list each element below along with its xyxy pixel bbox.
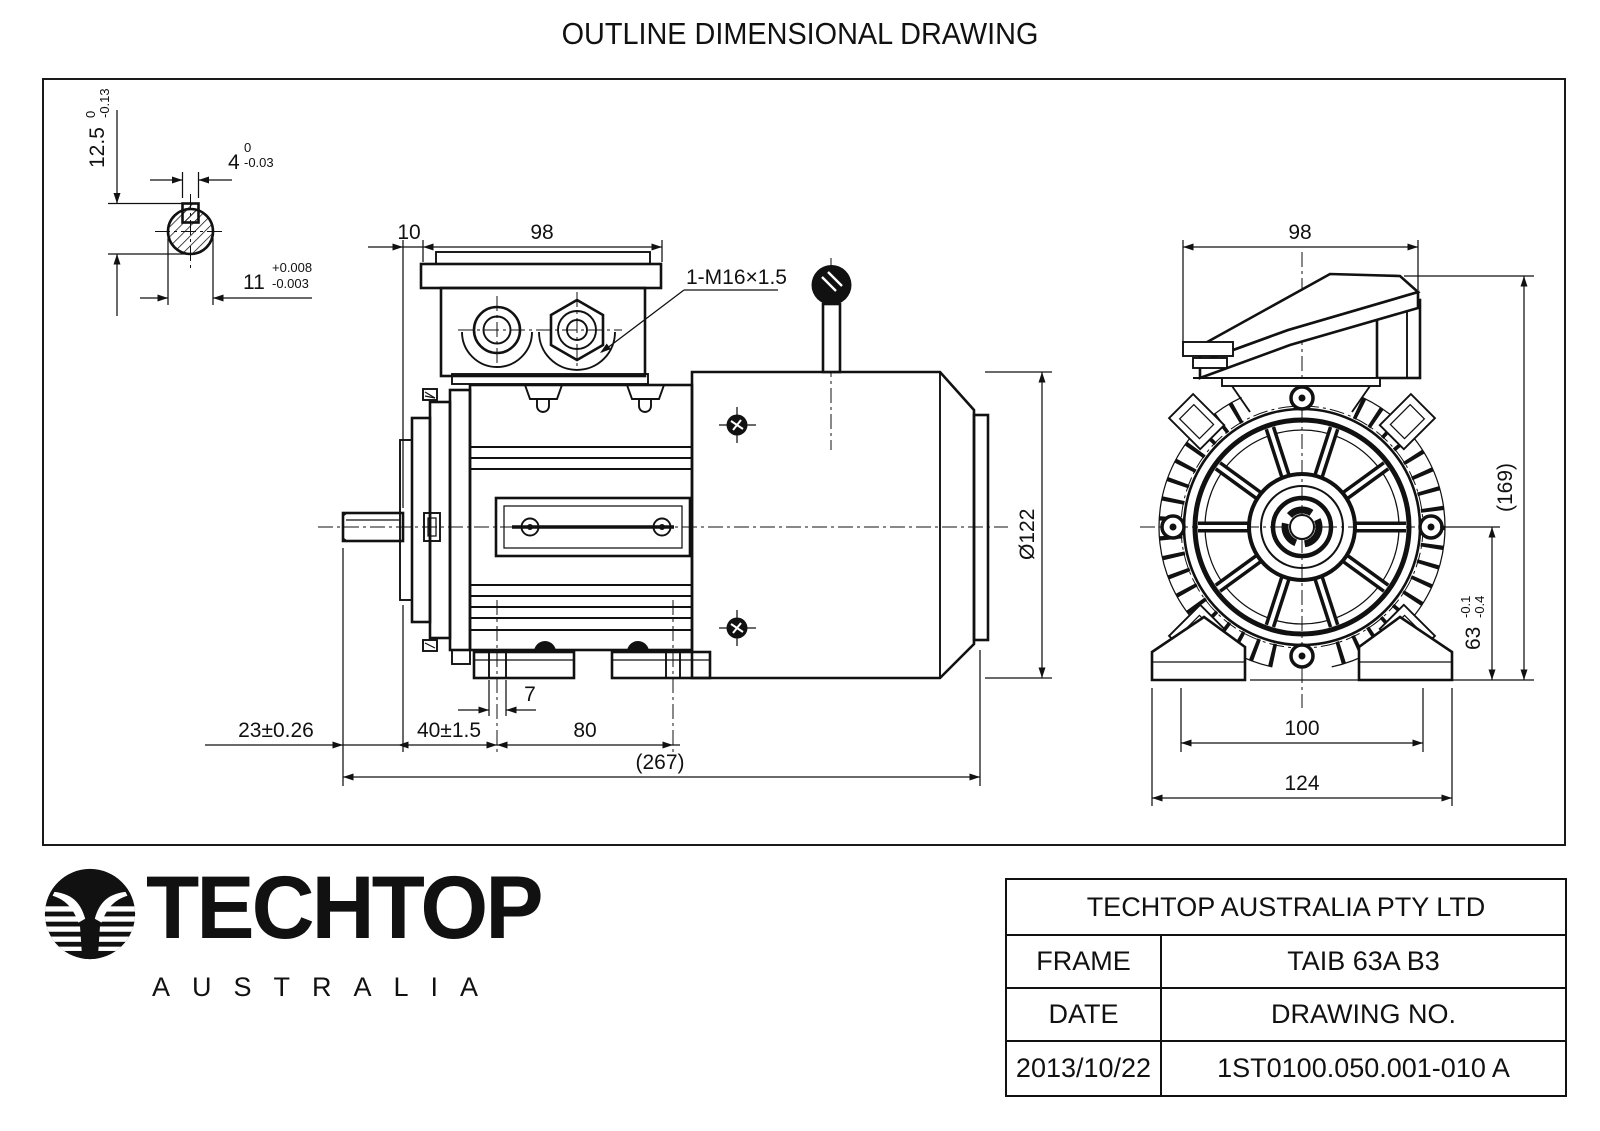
dim-foot-hole-span: 100 [1284, 717, 1319, 740]
dim-overall-height: (169) [1494, 463, 1517, 512]
cover-bolt-right [1418, 514, 1444, 540]
dim-box-width-front: 98 [1288, 221, 1311, 244]
logo-country: AUSTRALIA [152, 972, 501, 1002]
svg-text:Ø122: Ø122 [1016, 509, 1039, 560]
dim-foot-slot: 7 [524, 683, 536, 706]
fan-cover [1192, 417, 1412, 637]
title-block: TECHTOP AUSTRALIA PTY LTD FRAME TAIB 63A… [1005, 878, 1567, 1097]
svg-text:4: 4 [228, 151, 240, 174]
mounting-feet-side [451, 641, 712, 680]
svg-text:+0.008: +0.008 [272, 260, 312, 275]
date-value: 2013/10/22 [1007, 1042, 1162, 1095]
dims-side-top: 10 98 [368, 221, 663, 508]
logo-brand: TECHTOP [146, 857, 544, 957]
tie-rod-lug-ne [1378, 392, 1437, 451]
drive-end-bell [399, 388, 472, 652]
cover-bolt-bottom [1289, 643, 1315, 669]
svg-text:12.5: 12.5 [86, 127, 109, 168]
frame-label: FRAME [1007, 936, 1162, 987]
cover-bolt-left [1160, 514, 1186, 540]
fan-cowl-side [690, 370, 990, 680]
svg-text:-0.003: -0.003 [272, 276, 309, 291]
motor-body-side [468, 383, 694, 652]
tie-rod-lug-nw [1167, 392, 1226, 451]
drawing-border [42, 78, 1566, 846]
cowl-screw-bottom [719, 610, 756, 646]
drawing-no-value: 1ST0100.050.001-010 A [1217, 1053, 1510, 1083]
frame-value: TAIB 63A B3 [1287, 946, 1440, 976]
gland-label: 1-M16×1.5 [686, 266, 787, 289]
dim-shaft-diameter: 11 +0.008 -0.003 [243, 260, 312, 294]
dim-shaft-length: 23±0.26 [238, 719, 314, 742]
gland-callout: 1-M16×1.5 [600, 266, 787, 353]
date-label: DATE [1007, 989, 1162, 1040]
techtop-emblem-icon [44, 868, 136, 960]
svg-text:-0.4: -0.4 [1472, 596, 1487, 618]
terminal-box-front [1182, 272, 1422, 413]
nameplate [494, 496, 692, 558]
dim-box-offset: 10 [397, 221, 420, 244]
dim-face-to-foot: 40±1.5 [417, 719, 481, 742]
terminal-box-side [419, 251, 663, 385]
svg-text:-0.03: -0.03 [244, 155, 274, 170]
motor-front-view: 98 (169) 63 -0.1 -0.4 [1140, 221, 1534, 806]
svg-text:0: 0 [83, 111, 98, 118]
dim-shaft-height: 12.5 0 -0.13 [83, 88, 112, 168]
dim-key-width: 4 0 -0.03 [228, 140, 274, 174]
dim-foot-spacing: 80 [573, 719, 596, 742]
shaft-section-detail: 12.5 0 -0.13 4 0 -0.03 11 [83, 88, 312, 316]
lifting-rod [811, 258, 852, 450]
dims-side-bottom: 23±0.26 40±1.5 80 7 (267) [205, 548, 981, 786]
dim-overall-length: (267) [635, 751, 684, 774]
cowl-screw-top [719, 407, 756, 443]
dim-cowl-diameter: Ø122 [985, 371, 1052, 679]
motor-side-view: 10 98 1-M16×1.5 Ø122 [205, 221, 1052, 786]
dim-foot-width: 124 [1284, 772, 1319, 795]
svg-text:0: 0 [244, 140, 251, 155]
svg-text:63: 63 [1462, 627, 1485, 650]
dims-front: 98 (169) 63 -0.1 -0.4 [1151, 221, 1534, 806]
drawing-no-label: DRAWING NO. [1271, 999, 1456, 1029]
dim-box-width-side: 98 [530, 221, 553, 244]
svg-text:-0.13: -0.13 [97, 88, 112, 118]
dim-shaft-height-front: 63 -0.1 -0.4 [1458, 596, 1487, 650]
title-block-company: TECHTOP AUSTRALIA PTY LTD [1086, 891, 1486, 922]
cover-bolt-top [1289, 385, 1315, 411]
svg-text:(169): (169) [1494, 463, 1517, 512]
page-title: OUTLINE DIMENSIONAL DRAWING [561, 16, 1039, 51]
cable-gland-hex [549, 298, 605, 362]
shaft [341, 511, 405, 543]
svg-text:-0.1: -0.1 [1458, 596, 1473, 618]
svg-text:11: 11 [243, 271, 265, 294]
